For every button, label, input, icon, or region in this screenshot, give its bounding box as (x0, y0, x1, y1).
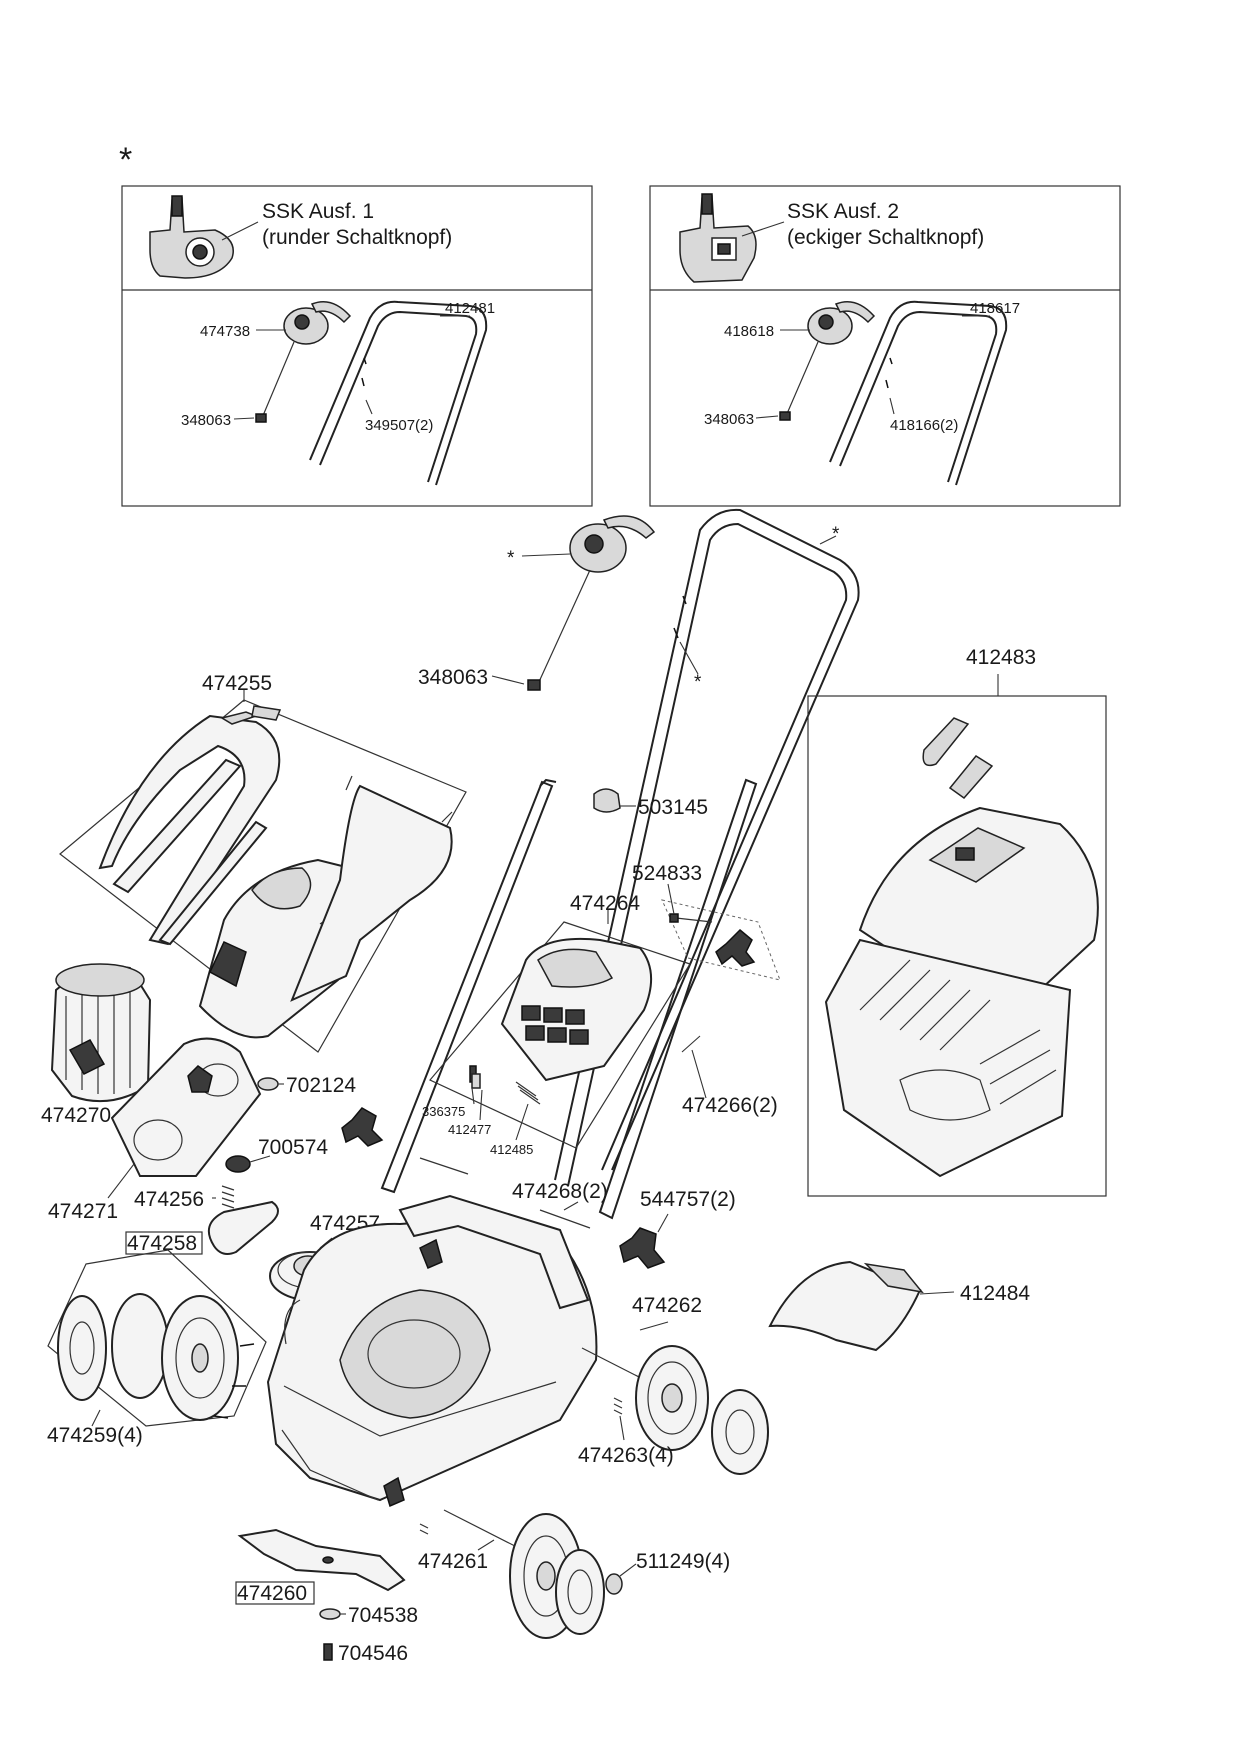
variant-box-2: SSK Ausf. 2 (eckiger Schaltknopf) 418618… (649, 185, 1121, 507)
label-700574: 700574 (258, 1136, 328, 1159)
washer-704538: 704538 (319, 1604, 418, 1627)
label-418618: 418618 (724, 323, 774, 340)
global-asterisk: * (119, 141, 132, 179)
battery-button-grid (521, 1005, 589, 1045)
label-348063-main: 348063 (418, 666, 488, 689)
variant-2-title: SSK Ausf. 2 (787, 200, 899, 223)
rear-axle-474262: 474262 (581, 1294, 769, 1475)
label-348063-a: 348063 (181, 412, 231, 429)
label-474260: 474260 (237, 1582, 307, 1605)
knob-544757: 544757(2) (619, 1188, 736, 1269)
battery-kit-474264: 474264 336375 412477 412485 (422, 892, 691, 1157)
variant-2-subtitle: (eckiger Schaltknopf) (787, 226, 984, 249)
label-474738: 474738 (200, 323, 250, 340)
label-348063-b: 348063 (704, 411, 754, 428)
label-349507: 349507(2) (365, 417, 433, 434)
label-474264: 474264 (570, 892, 640, 915)
label-474261: 474261 (418, 1550, 488, 1573)
label-704546: 704546 (338, 1642, 408, 1665)
spring-474256: 474256 (134, 1185, 235, 1211)
variant-box-1: SSK Ausf. 1 (runder Schaltknopf) 474738 … (121, 185, 593, 507)
label-474268: 474268(2) (512, 1180, 608, 1203)
label-474266: 474266(2) (682, 1094, 778, 1117)
mower-deck (266, 1194, 598, 1508)
motor-mount-474271: 474271 (48, 1037, 262, 1223)
asterisk-screw: * (694, 672, 702, 693)
label-474263: 474263(4) (578, 1444, 674, 1467)
mulch-flap-412484: 412484 (768, 1260, 1030, 1352)
knob-left (341, 1107, 384, 1147)
screw-524833-group: 524833 (632, 862, 781, 981)
label-474258: 474258 (127, 1232, 197, 1255)
label-418166: 418166(2) (890, 417, 958, 434)
asterisk-handle: * (832, 524, 840, 545)
label-474271: 474271 (48, 1200, 118, 1223)
bolt-474268: 474268(2) (419, 1157, 608, 1229)
label-524833: 524833 (632, 862, 702, 885)
square-switch-housing-thumbnail (679, 193, 785, 283)
label-474255: 474255 (202, 672, 272, 695)
label-511249: 511249(4) (636, 1550, 730, 1573)
screw-704546: 704546 (323, 1642, 408, 1665)
label-474270: 474270 (41, 1104, 111, 1127)
label-474256: 474256 (134, 1188, 204, 1211)
label-704538: 704538 (348, 1604, 418, 1627)
spring-474263: 474263(4) (578, 1397, 674, 1467)
label-412484: 412484 (960, 1282, 1030, 1305)
label-412477: 412477 (448, 1122, 491, 1137)
asterisk-switch: * (507, 548, 515, 569)
label-418617: 418617 (970, 300, 1020, 317)
wheel-set-474259: 474259(4) (47, 1249, 267, 1447)
label-412483: 412483 (966, 646, 1036, 669)
label-544757: 544757(2) (640, 1188, 736, 1211)
label-474262: 474262 (632, 1294, 702, 1317)
front-axle-474261: 474261 (418, 1509, 605, 1639)
label-336375: 336375 (422, 1104, 465, 1119)
label-702124: 702124 (286, 1074, 356, 1097)
label-503145: 503145 (638, 796, 708, 819)
washer-511249: 511249(4) (605, 1550, 730, 1595)
blade-474260: 474260 (235, 1528, 406, 1605)
variant-1-subtitle: (runder Schaltknopf) (262, 226, 452, 249)
label-412481: 412481 (445, 300, 495, 317)
round-switch-housing-thumbnail (149, 195, 259, 279)
variant-1-title: SSK Ausf. 1 (262, 200, 374, 223)
label-474259: 474259(4) (47, 1424, 143, 1447)
label-412485: 412485 (490, 1142, 533, 1157)
main-handle-assembly: * * * 348063 503145 474266(2) (380, 508, 860, 1220)
motor-474270: 474270 (41, 963, 152, 1127)
belt-474258: 474258 (125, 1200, 279, 1255)
ring-702124: 702124 (257, 1074, 356, 1097)
ring-700574: 700574 (225, 1136, 328, 1173)
grass-box-412483: 412483 (807, 646, 1107, 1197)
hood-kit-474255: 474255 (59, 672, 467, 1053)
